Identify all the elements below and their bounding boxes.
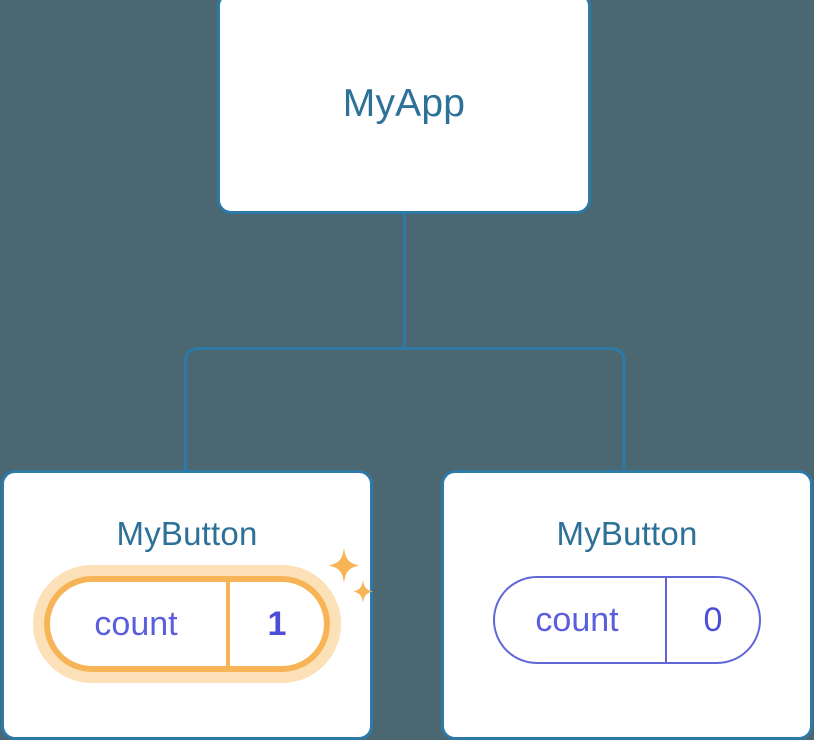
node-title: MyButton <box>116 515 258 552</box>
state-pill-count-left[interactable]: count 1 <box>44 576 330 672</box>
pill-divider <box>665 578 667 662</box>
node-title: MyApp <box>342 81 466 125</box>
pill-divider <box>226 582 230 666</box>
node-title: MyButton <box>556 515 698 552</box>
state-pill-wrapper: count 1 <box>33 548 373 683</box>
state-key-label: count <box>94 605 178 643</box>
node-myapp[interactable]: MyApp <box>217 0 591 214</box>
node-mybutton-left[interactable]: MyButton count 1 <box>1 470 373 740</box>
state-pill-wrapper: count 0 <box>493 576 761 664</box>
node-mybutton-right[interactable]: MyButton count 0 <box>441 470 813 740</box>
sparkle-large-icon <box>329 548 359 583</box>
state-pill-count-right[interactable]: count 0 <box>493 576 761 664</box>
state-value: 1 <box>267 605 287 643</box>
state-key-label: count <box>535 601 619 639</box>
sparkles-group <box>320 546 380 618</box>
sparkle-small-icon <box>353 580 373 603</box>
connector-to-right-child <box>404 347 626 472</box>
connector-to-left-child <box>184 347 405 472</box>
state-value: 0 <box>703 601 723 639</box>
